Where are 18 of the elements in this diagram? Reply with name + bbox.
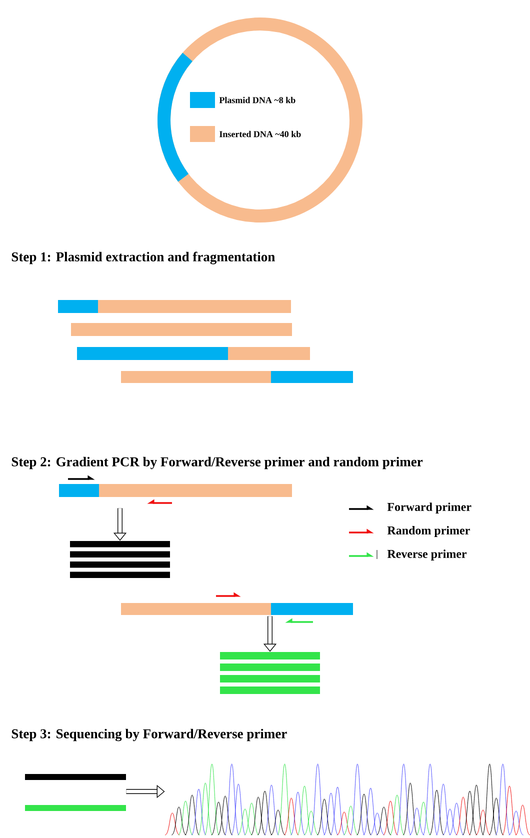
dna-template-bar bbox=[121, 603, 353, 615]
pcr-product-stack bbox=[220, 652, 320, 694]
dna-fragment bbox=[121, 371, 353, 383]
sequencing-reads bbox=[25, 774, 126, 811]
step-heading: Step 1: Plasmid extraction and fragmentation bbox=[12, 252, 275, 264]
dna-fragment bbox=[77, 347, 310, 360]
step-heading: Step 3: Sequencing by Forward/Reverse primer bbox=[12, 728, 287, 742]
legend-text: Forward primer bbox=[387, 502, 472, 514]
legend-text: Plasmid DNA ~8 kb bbox=[219, 96, 296, 104]
step-heading: Step 2: Gradient PCR by Forward/Reverse primer and random primer bbox=[12, 456, 423, 470]
dna-template-bar bbox=[59, 484, 292, 497]
pcr-product-stack bbox=[70, 541, 170, 578]
legend-text: Reverse primer bbox=[387, 550, 467, 560]
chromatogram-drawing bbox=[164, 764, 530, 836]
legend-text: Random primer bbox=[387, 526, 470, 537]
legend-text: Inserted DNA ~40 kb bbox=[220, 130, 301, 138]
dna-fragment bbox=[58, 300, 291, 313]
dna-fragment bbox=[71, 323, 292, 336]
